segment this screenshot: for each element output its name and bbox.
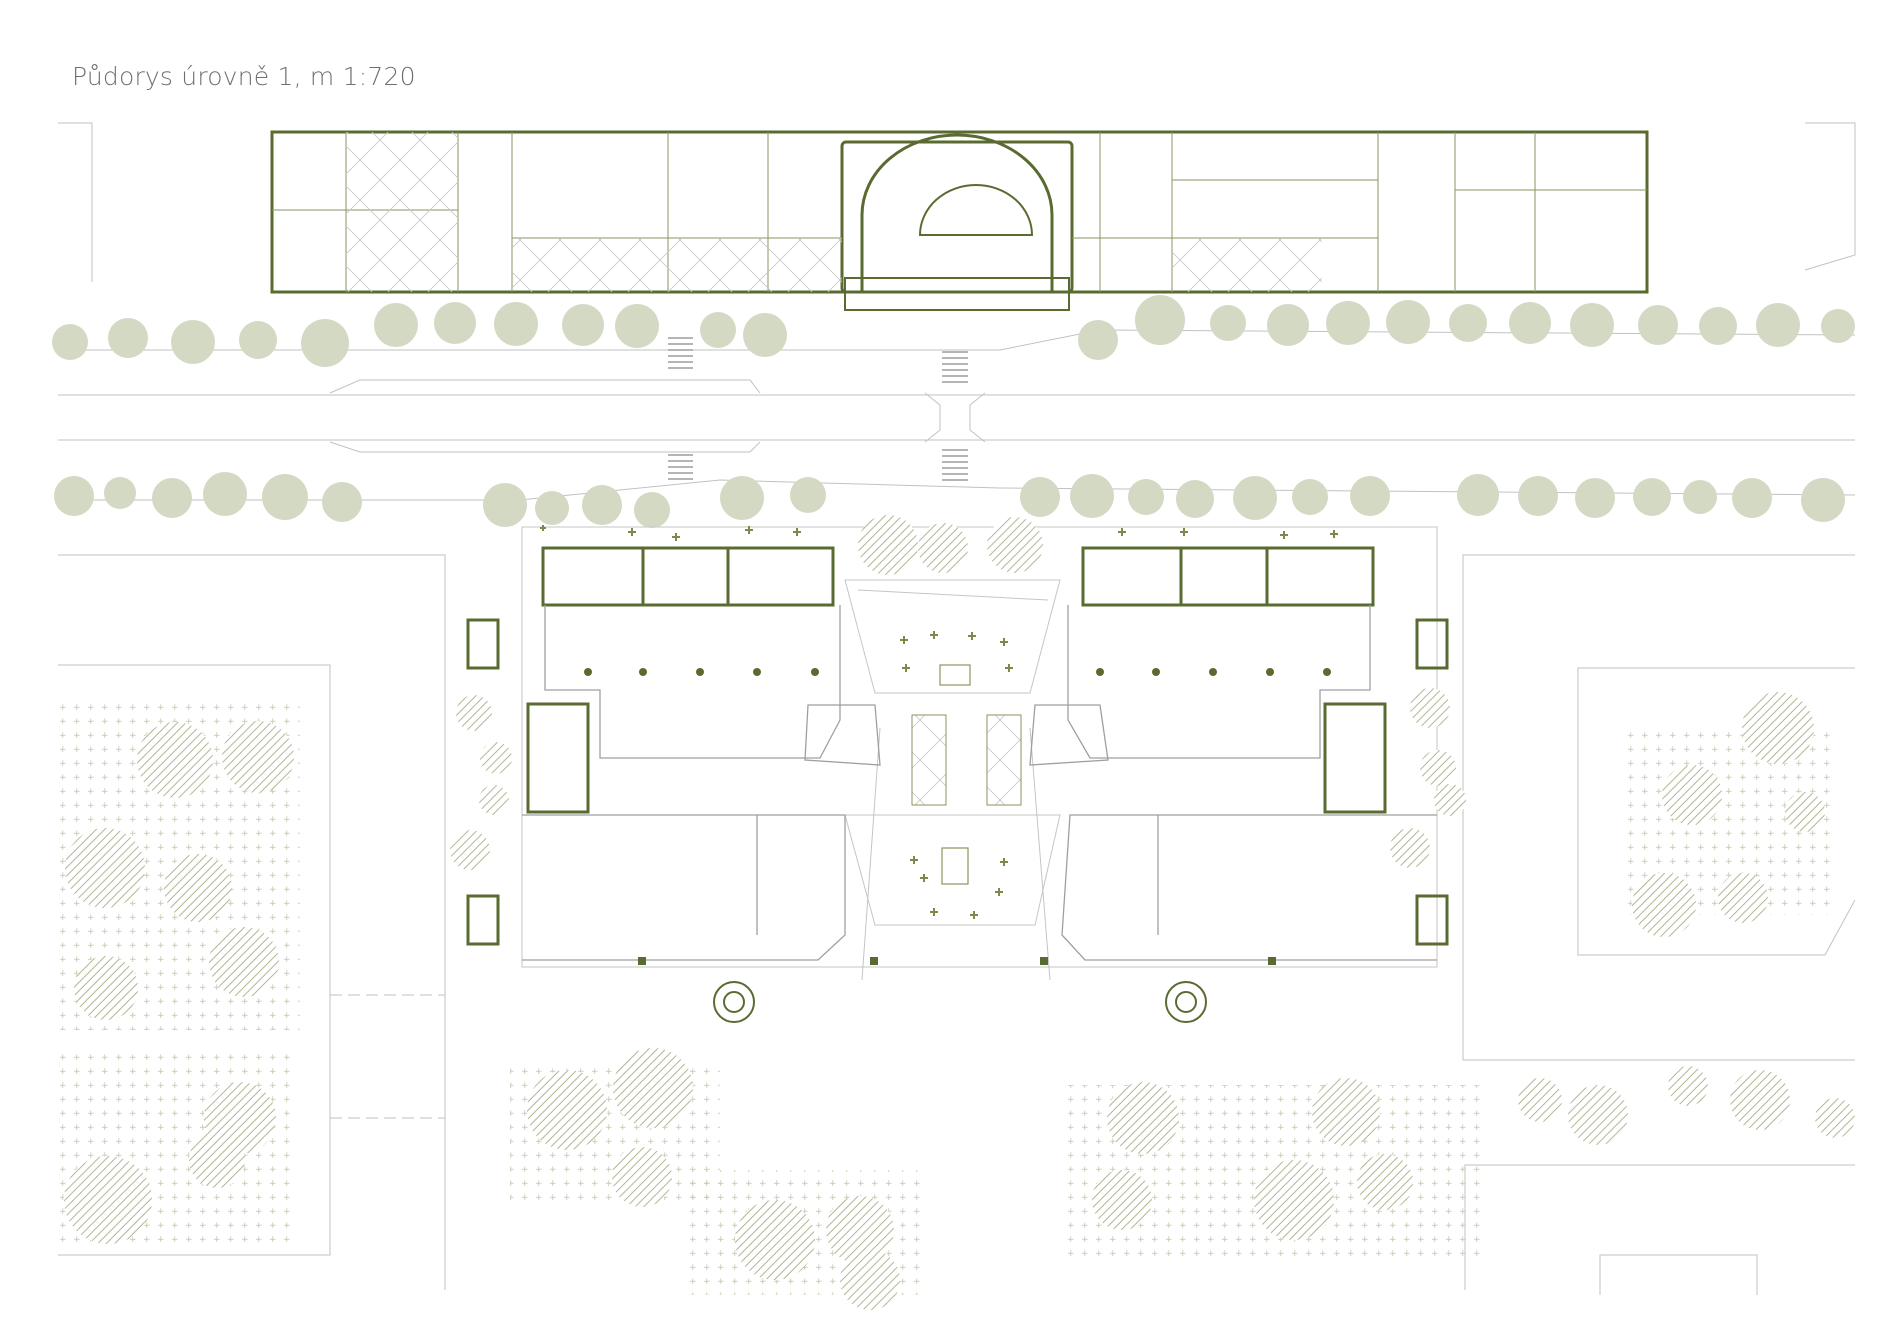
tree-icon: [64, 692, 1855, 1310]
historic-building-interior: [272, 132, 1647, 292]
tree-icon: [450, 515, 1466, 870]
drawing-title: Půdorys úrovně 1, m 1:720: [72, 62, 416, 91]
vault-hatch-right: [1172, 238, 1322, 292]
historic-building: [270, 130, 1649, 311]
staircase-icon: [911, 714, 1022, 806]
crosswalks: [668, 337, 968, 481]
spiral-stairs: [713, 981, 1207, 1023]
vault-hatch-corridor: [512, 238, 842, 292]
new-building-interior: [522, 605, 1437, 961]
planter-boxes: [939, 664, 971, 885]
vault-hatch-left: [346, 132, 458, 292]
new-building-walls: [466, 546, 1449, 946]
paving-outline: [521, 526, 1438, 981]
planter-icon: [540, 525, 1338, 919]
columns: [584, 668, 1331, 965]
tree-icon: [52, 295, 1855, 528]
